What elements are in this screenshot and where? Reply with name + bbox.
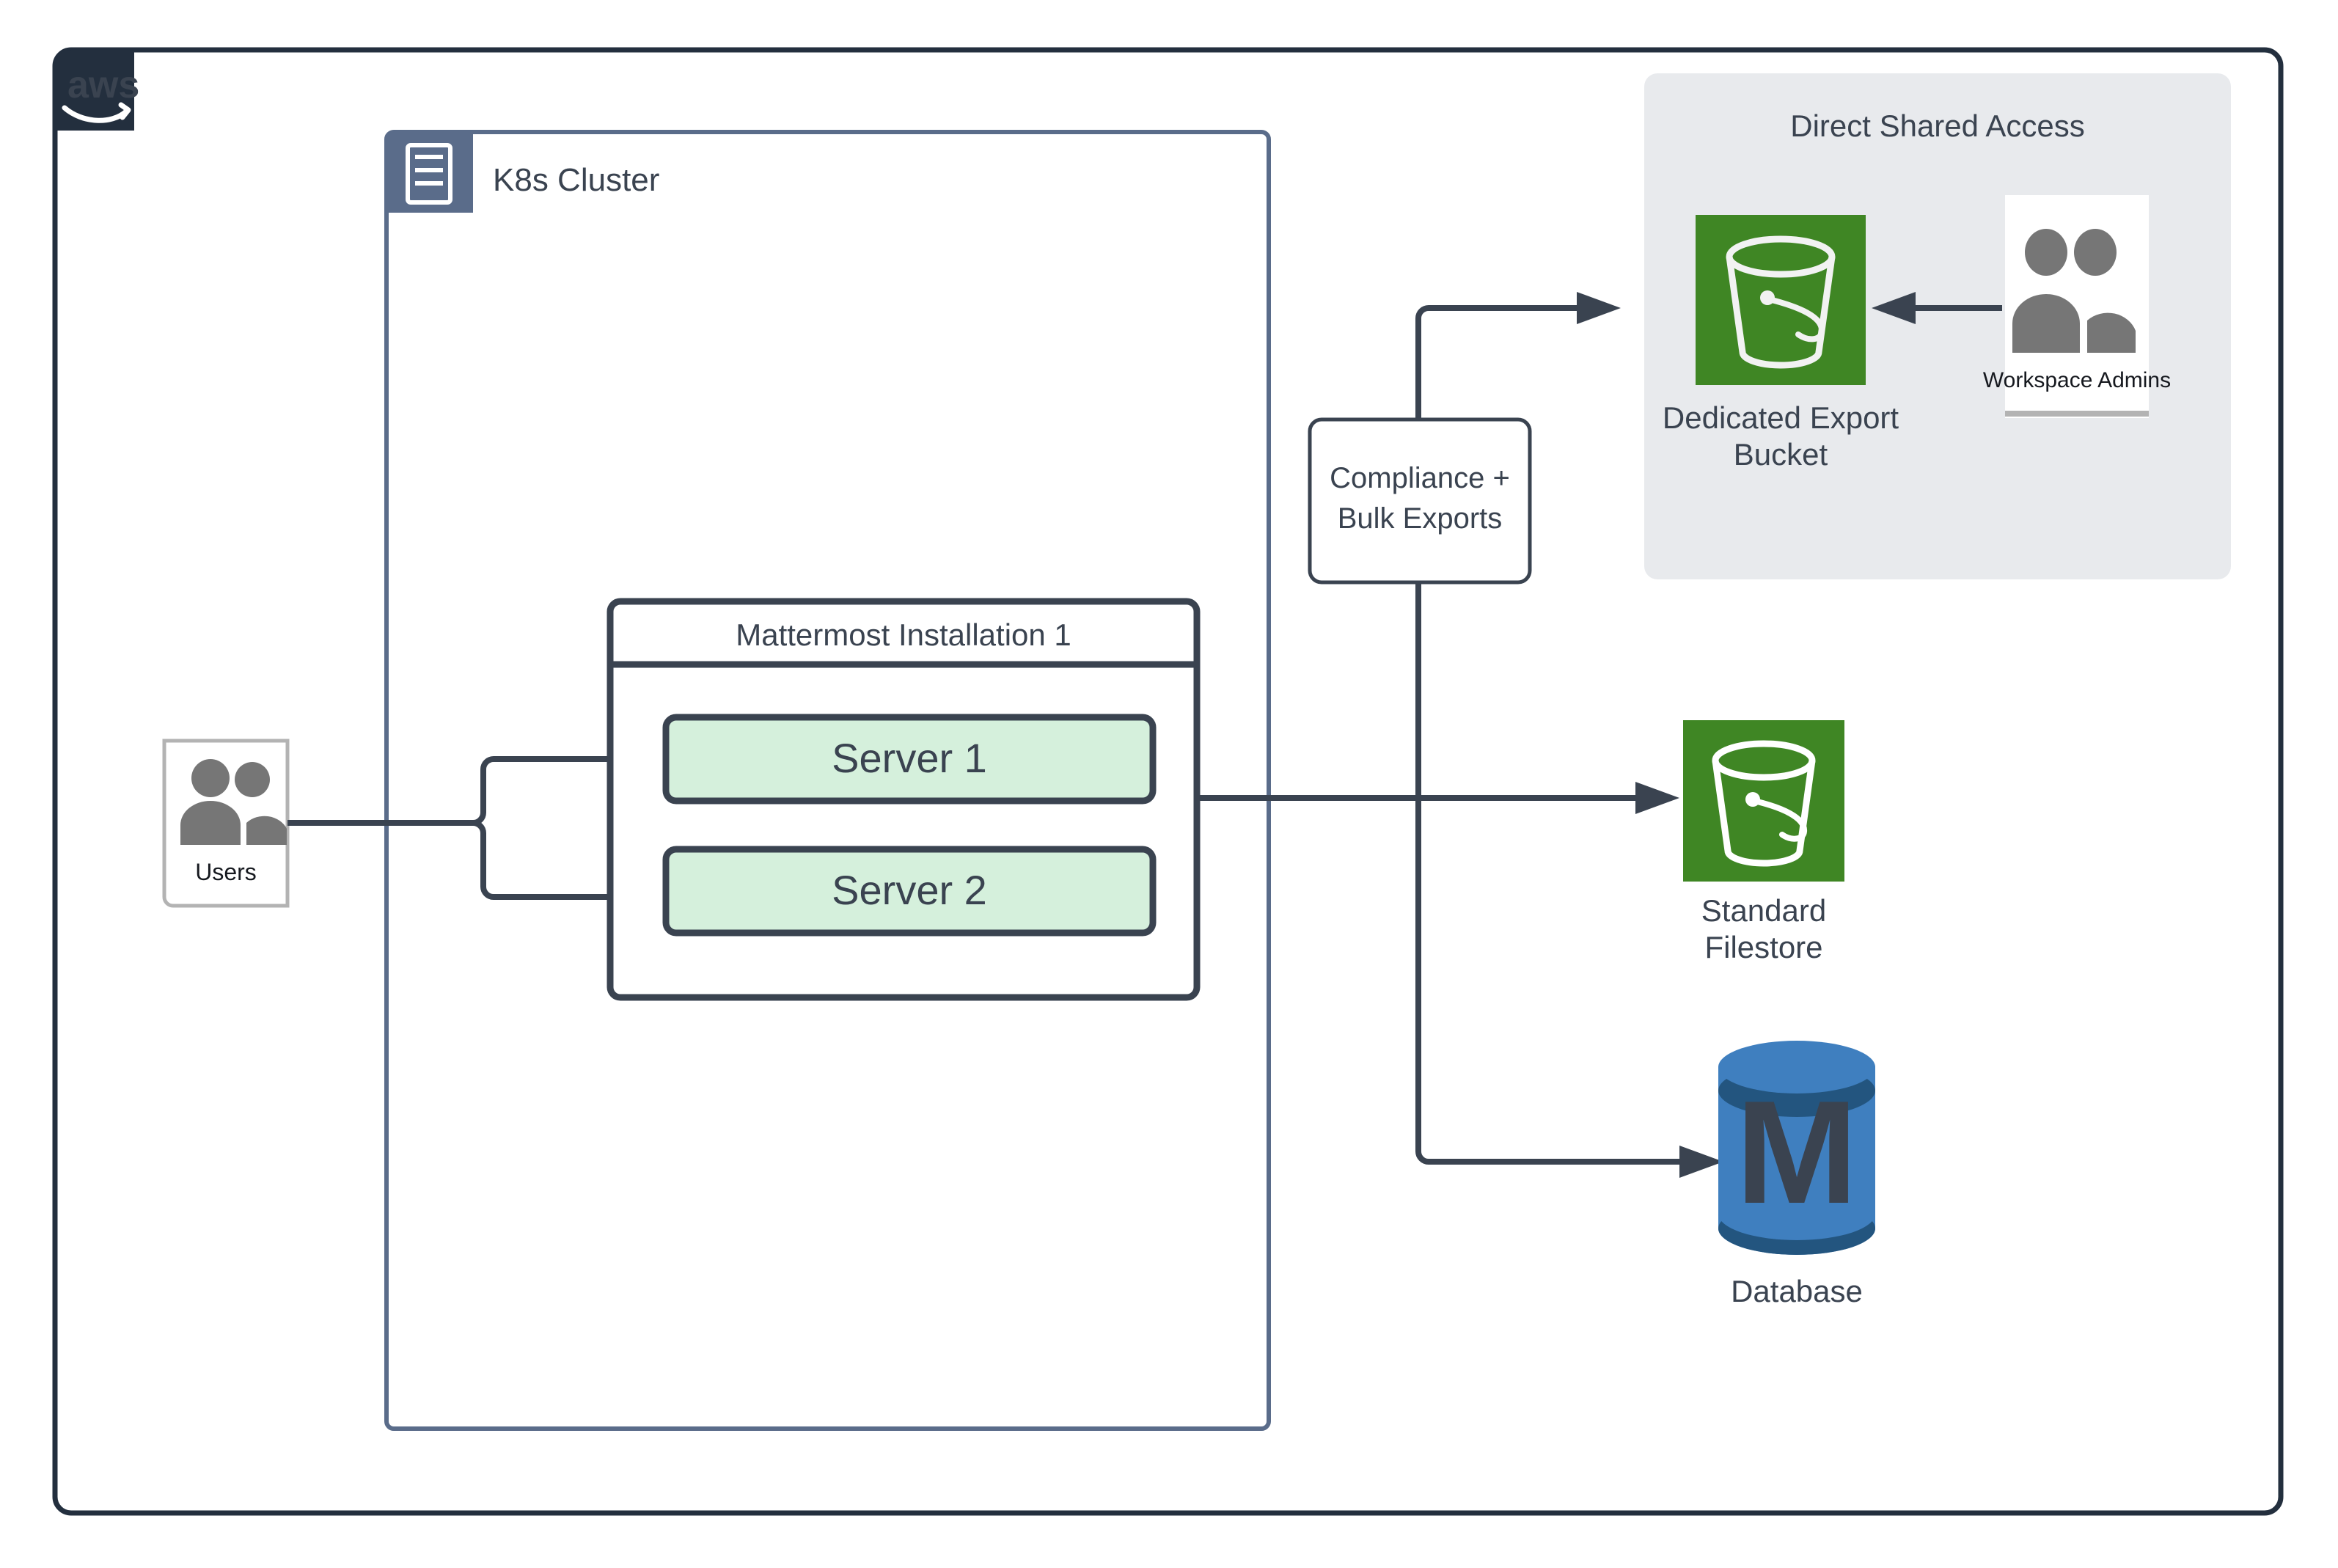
server-rack-icon	[406, 143, 452, 205]
workspace-admins-node[interactable]: Workspace Admins	[1983, 195, 2171, 418]
compliance-bulk-exports-node[interactable]: Compliance + Bulk Exports	[1308, 292, 1723, 1178]
standard-filestore-line2: Filestore	[1704, 930, 1822, 964]
edge-admins-to-export-bucket	[1872, 292, 2002, 324]
server-1-box[interactable]: Server 1	[662, 714, 1157, 805]
dedicated-export-bucket-node[interactable]: Dedicated Export Bucket	[1663, 215, 1899, 472]
server-2-box[interactable]: Server 2	[662, 846, 1157, 937]
standard-filestore-line1: Standard	[1701, 893, 1826, 928]
arrowhead-export-bucket	[1577, 292, 1621, 324]
users-icon	[180, 759, 287, 845]
users-node[interactable]: Users	[162, 739, 290, 908]
aws-logo: aws	[55, 50, 139, 131]
mattermost-installation-title: Mattermost Installation 1	[736, 618, 1071, 652]
database-cylinder-icon: M	[1718, 1041, 1875, 1255]
server-1-label: Server 1	[832, 735, 987, 781]
workspace-admins-label: Workspace Admins	[1983, 368, 2171, 392]
standard-filestore-node[interactable]: Standard Filestore	[1683, 720, 1844, 964]
export-bucket-line2: Bucket	[1734, 437, 1828, 472]
users-label: Users	[195, 859, 257, 885]
s3-bucket-icon	[1712, 740, 1816, 867]
aws-logo-text: aws	[67, 64, 139, 106]
k8s-cluster-label: K8s Cluster	[493, 162, 659, 198]
compliance-line1: Compliance +	[1330, 462, 1510, 494]
s3-bucket-icon	[1726, 235, 1836, 369]
direct-shared-access-title: Direct Shared Access	[1790, 109, 2085, 143]
server-2-label: Server 2	[832, 867, 987, 913]
database-glyph: M	[1736, 1071, 1858, 1234]
users-icon	[2012, 229, 2136, 353]
k8s-cluster-header	[386, 132, 473, 213]
compliance-line2: Bulk Exports	[1338, 502, 1503, 535]
export-bucket-line1: Dedicated Export	[1663, 400, 1899, 435]
database-label: Database	[1731, 1274, 1863, 1308]
database-node[interactable]: M Database	[1718, 1041, 1875, 1308]
arrowhead-standard-filestore	[1635, 782, 1679, 814]
arrowhead-export-bucket-from-admins	[1872, 292, 1916, 324]
arrowhead-database	[1679, 1146, 1723, 1178]
